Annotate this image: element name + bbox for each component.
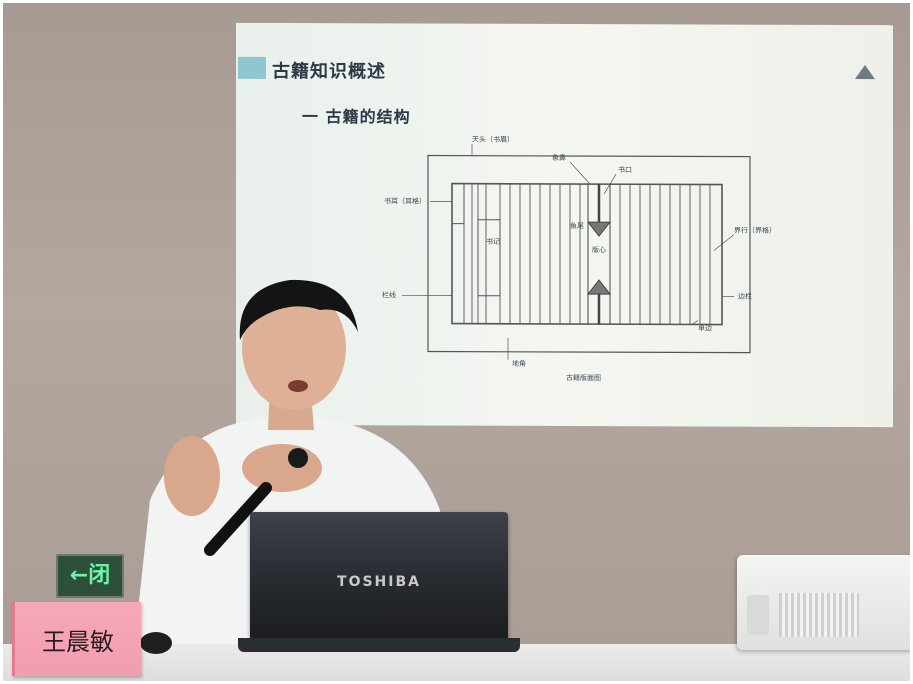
- nameplate-name: 王晨敏: [42, 628, 114, 656]
- laptop-base: [238, 638, 520, 652]
- diagram-center-strip: [586, 184, 612, 325]
- computer-mouse: [140, 632, 172, 654]
- diagram-column-lines-left: [463, 183, 581, 325]
- diagram-outer-page: [427, 154, 751, 354]
- diagram-border-frame: [451, 182, 723, 326]
- slide-title-accent: [238, 56, 266, 79]
- label-banxin: 版心: [592, 245, 606, 254]
- diagram-caption: 古籍版面图: [566, 373, 601, 382]
- book-layout-diagram: 天头（书眉） 象鼻 书口 书耳（耳格） 书记 鱼尾 版心 界行（界格） 栏线 边…: [382, 135, 776, 382]
- label-xiangbi: 象鼻: [552, 153, 566, 162]
- diagram-note-box: [477, 219, 501, 297]
- projector-vent: [779, 593, 859, 637]
- exit-sign: ←闭: [56, 554, 124, 598]
- label-shuer: 书耳（耳格）: [384, 196, 426, 205]
- label-jiehang: 界行（界格）: [734, 226, 776, 235]
- nameplate: 王晨敏: [12, 602, 141, 676]
- projector-lens: [747, 595, 769, 635]
- label-shuji: 书记: [486, 237, 500, 246]
- slide-subtitle: 一 古籍的结构: [302, 107, 411, 127]
- presenter-left-hand: [164, 436, 220, 516]
- label-tiantou: 天头（书眉）: [472, 135, 514, 144]
- label-yuwei: 鱼尾: [570, 221, 584, 230]
- presenter-right-hand: [242, 444, 322, 492]
- label-danbian: 单边: [698, 323, 712, 332]
- microphone-head: [288, 448, 308, 468]
- slide-nav-up-icon: [855, 65, 875, 80]
- diagram-leader-lines: [402, 143, 735, 360]
- diagram-column-lines-right: [619, 184, 711, 325]
- microphone: [204, 482, 272, 556]
- label-lanxian: 栏线: [382, 290, 396, 299]
- label-bianlan: 边栏: [738, 292, 752, 301]
- projection-screen: 古籍知识概述 一 古籍的结构: [236, 22, 893, 428]
- laptop: TOSHIBA: [250, 512, 508, 642]
- slide-title: 古籍知识概述: [272, 60, 386, 83]
- presenter-hair: [239, 279, 358, 340]
- presenter-mouth: [288, 380, 308, 392]
- laptop-brand-logo: TOSHIBA: [337, 574, 421, 590]
- label-shukou: 书口: [618, 165, 632, 174]
- projector: [737, 555, 913, 650]
- label-dijiao: 地角: [512, 359, 526, 368]
- presenter-head: [242, 286, 346, 410]
- diagram-ear-box: [451, 183, 465, 225]
